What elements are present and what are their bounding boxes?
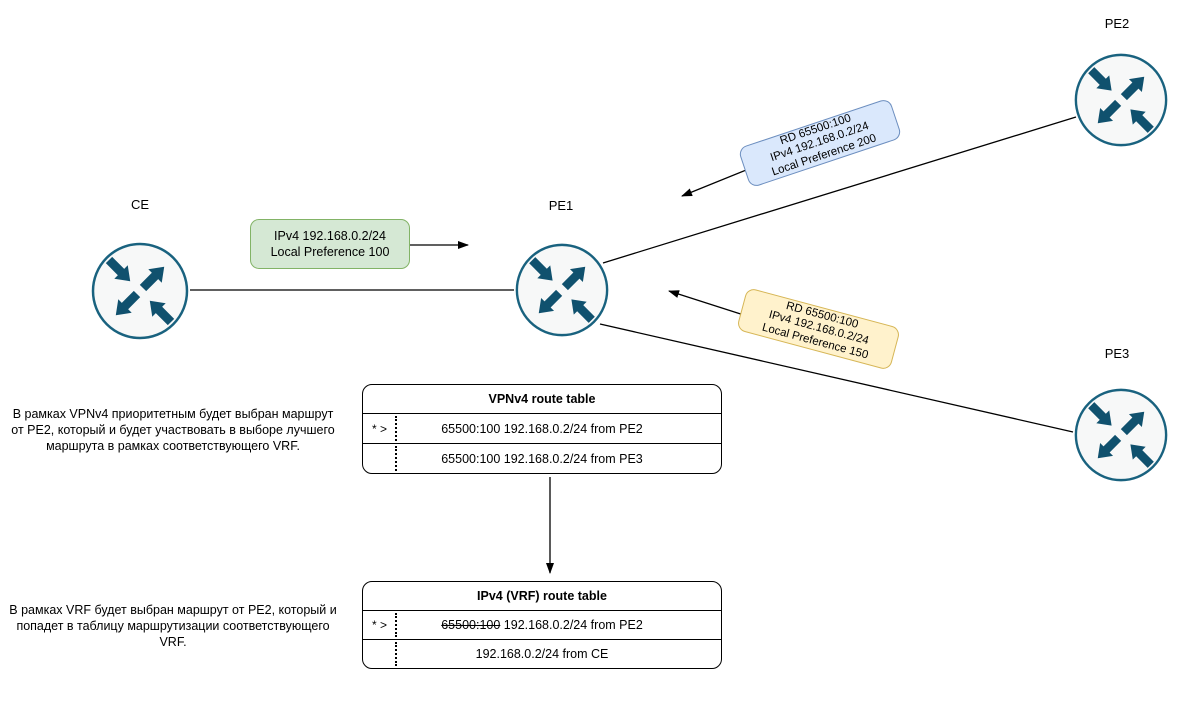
router-pe2-label: PE2 bbox=[1104, 16, 1130, 31]
best-route-marker: * > bbox=[371, 618, 387, 632]
route-entry-text: 192.168.0.2/24 from PE2 bbox=[503, 618, 643, 632]
note-line: В рамках VRF будет выбран маршрут от PE2… bbox=[9, 603, 337, 617]
note-line: В рамках VPNv4 приоритетным будет выбран… bbox=[12, 407, 334, 421]
note-line: попадет в таблицу маршрутизации соответс… bbox=[16, 619, 330, 633]
route-label-line: IPv4 192.168.0.2/24 bbox=[274, 229, 386, 243]
route-label-line: Local Preference 100 bbox=[270, 245, 390, 259]
arrow-pe3-advert-icon bbox=[668, 290, 751, 318]
router-ce-label: CE bbox=[130, 197, 150, 212]
router-pe1-label: PE1 bbox=[548, 198, 574, 213]
router-pe3-icon bbox=[1073, 387, 1169, 488]
note-line: от PE2, который и будет участвовать в вы… bbox=[11, 423, 335, 437]
table-row: * > 65500:100 192.168.0.2/24 from PE2 bbox=[363, 414, 721, 443]
dotted-divider bbox=[395, 642, 397, 666]
dotted-divider bbox=[395, 416, 397, 441]
table-row: * > 65500:100 192.168.0.2/24 from PE2 bbox=[363, 611, 721, 639]
dotted-divider bbox=[395, 613, 397, 637]
router-ce-icon bbox=[90, 241, 190, 346]
note-vrf-selection: В рамках VRF будет выбран маршрут от PE2… bbox=[8, 602, 338, 650]
router-pe1-icon bbox=[514, 242, 610, 343]
best-route-marker bbox=[368, 640, 391, 668]
dotted-divider bbox=[395, 446, 397, 471]
router-pe2-icon bbox=[1073, 52, 1169, 153]
route-entry: 65500:100 192.168.0.2/24 from PE2 bbox=[441, 421, 643, 436]
link-pe1-pe3 bbox=[599, 323, 1074, 433]
note-line: VRF. bbox=[159, 635, 187, 649]
router-pe3-label: PE3 bbox=[1104, 346, 1130, 361]
best-route-marker bbox=[368, 444, 391, 473]
note-line: маршрута в рамках соответствующего VRF. bbox=[46, 439, 300, 453]
vrf-route-table: IPv4 (VRF) route table * > 65500:100 192… bbox=[362, 581, 722, 669]
link-pe1-pe2 bbox=[602, 116, 1077, 264]
route-entry: 65500:100 192.168.0.2/24 from PE3 bbox=[441, 451, 643, 466]
best-route-marker: * > bbox=[371, 421, 387, 436]
struck-rd: 65500:100 bbox=[441, 618, 501, 632]
note-vpnv4-selection: В рамках VPNv4 приоритетным будет выбран… bbox=[8, 406, 338, 454]
vrf-route-table-title: IPv4 (VRF) route table bbox=[363, 582, 721, 611]
table-row: 65500:100 192.168.0.2/24 from PE3 bbox=[363, 443, 721, 473]
table-row: 192.168.0.2/24 from CE bbox=[363, 639, 721, 668]
route-entry: 65500:100 192.168.0.2/24 from PE2 bbox=[441, 618, 643, 632]
vpnv4-route-table-title: VPNv4 route table bbox=[363, 385, 721, 414]
route-label-ce-advert: IPv4 192.168.0.2/24 Local Preference 100 bbox=[250, 219, 410, 269]
vpnv4-route-table: VPNv4 route table * > 65500:100 192.168.… bbox=[362, 384, 722, 474]
route-entry: 192.168.0.2/24 from CE bbox=[475, 647, 609, 661]
